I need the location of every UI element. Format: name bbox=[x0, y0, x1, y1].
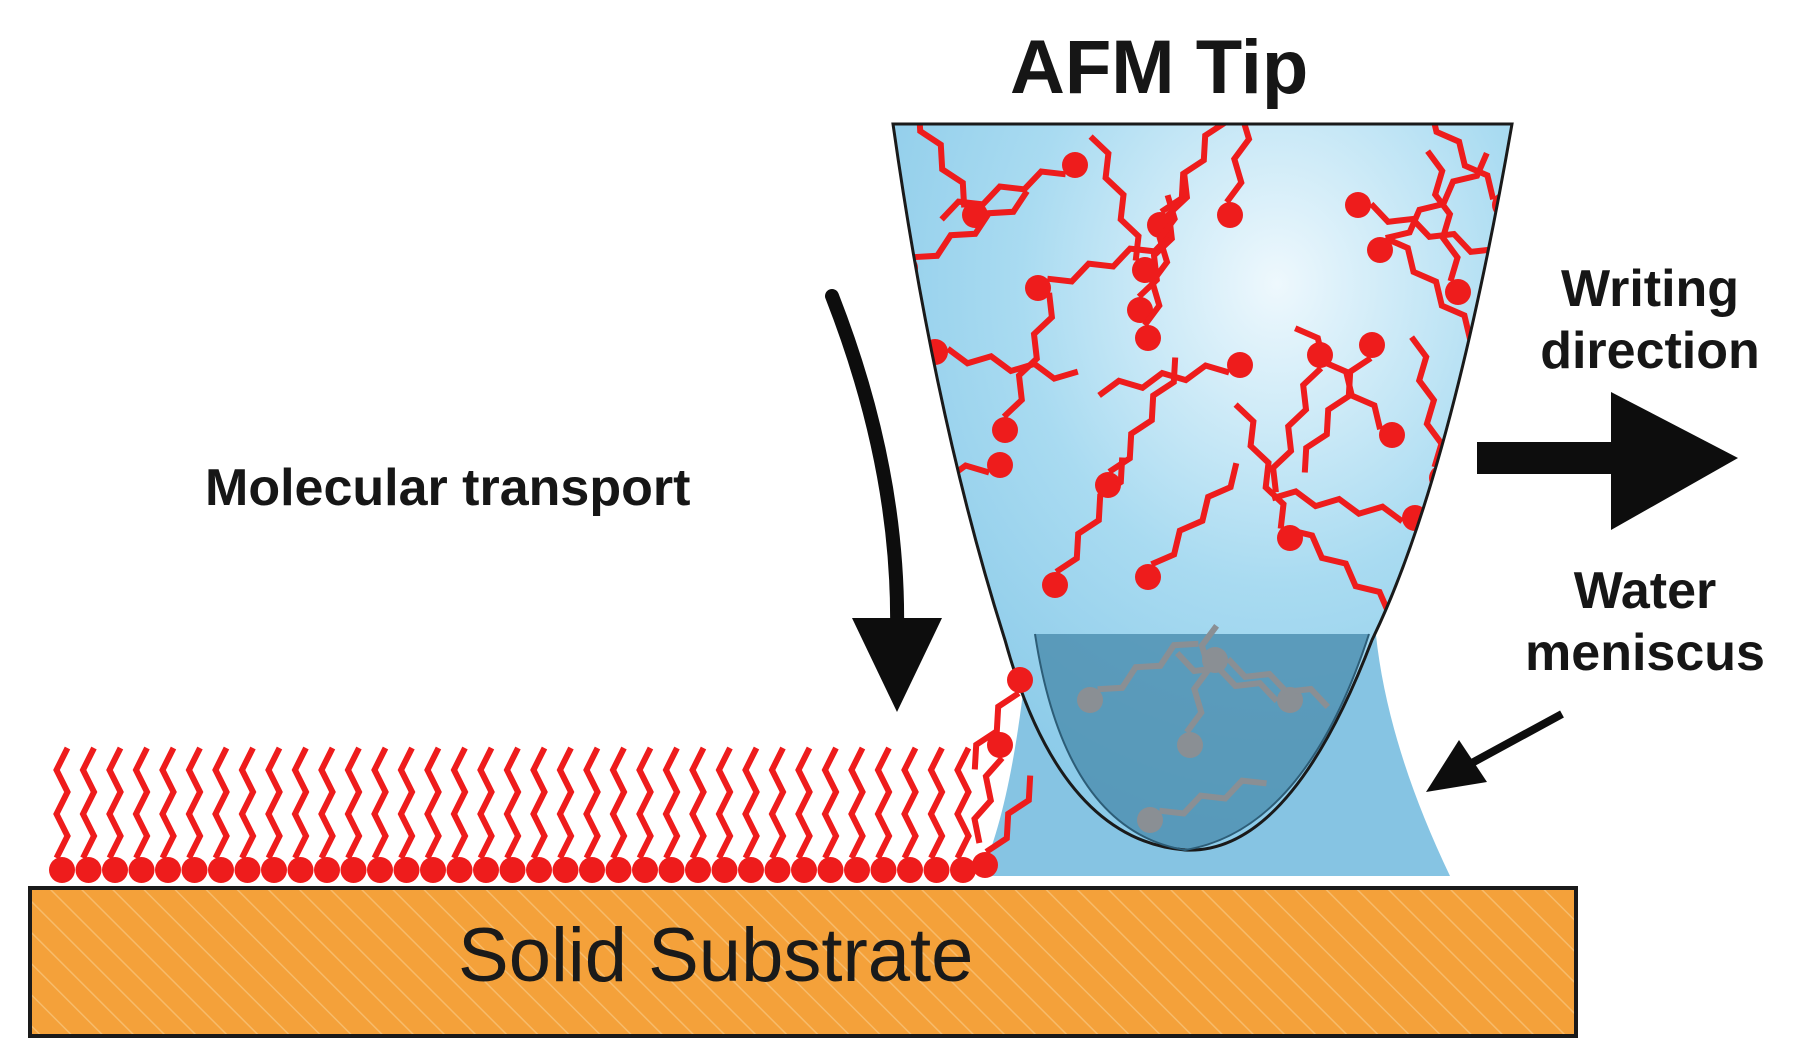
writing-direction-arrow bbox=[1477, 392, 1738, 530]
water-meniscus-label: Water meniscus bbox=[1490, 560, 1800, 685]
sam-molecule bbox=[632, 746, 658, 883]
sam-molecule bbox=[49, 746, 75, 883]
transport-molecule bbox=[971, 667, 1033, 770]
meniscus-molecule bbox=[1137, 777, 1267, 833]
tip-molecule bbox=[1135, 462, 1240, 590]
molecular-transport-label: Molecular transport bbox=[205, 459, 691, 517]
tip-molecule bbox=[1088, 134, 1158, 283]
sam-molecule bbox=[738, 746, 764, 883]
solid-substrate bbox=[28, 886, 1578, 1038]
transport-molecules bbox=[971, 667, 1034, 878]
tip-molecule bbox=[1367, 152, 1490, 263]
writing-direction-line2: direction bbox=[1540, 322, 1760, 381]
sam-molecule bbox=[764, 746, 791, 883]
sam-molecule bbox=[817, 746, 844, 883]
sam-molecule bbox=[499, 746, 526, 883]
water-meniscus-line2: meniscus bbox=[1525, 624, 1765, 683]
sam-molecule bbox=[579, 746, 605, 883]
sam-molecule bbox=[234, 746, 261, 883]
afm-tip-label: AFM Tip bbox=[1010, 25, 1309, 110]
sam-molecule bbox=[844, 746, 870, 883]
sam-molecule bbox=[261, 746, 287, 883]
sam-molecule bbox=[393, 746, 420, 883]
water-meniscus-line1: Water bbox=[1573, 562, 1717, 620]
sam-molecule bbox=[897, 746, 923, 883]
sam-molecule bbox=[446, 746, 473, 883]
sam-molecule bbox=[950, 746, 976, 883]
sam-molecule bbox=[526, 746, 552, 883]
sam-molecule bbox=[605, 746, 632, 883]
sam-molecule bbox=[102, 746, 128, 883]
sam-molecule bbox=[340, 746, 367, 883]
molecular-transport-arrow bbox=[825, 289, 942, 712]
tip-molecule bbox=[1345, 192, 1496, 256]
tip-molecule bbox=[1217, 124, 1260, 228]
tip-molecule bbox=[1042, 457, 1126, 598]
sam-molecule bbox=[420, 746, 446, 883]
meniscus-molecule bbox=[1177, 624, 1220, 758]
sam-molecule bbox=[923, 746, 950, 883]
transport-molecule bbox=[971, 732, 1013, 844]
meniscus-apex-outline bbox=[1034, 633, 1370, 852]
substrate-label: Solid Substrate bbox=[458, 913, 974, 998]
sam-molecule bbox=[128, 746, 155, 883]
tip-molecule bbox=[1097, 352, 1253, 398]
tip-molecule bbox=[1425, 149, 1471, 305]
water-meniscus-arrow bbox=[1426, 710, 1564, 792]
tip-molecule bbox=[1294, 325, 1405, 448]
tip-molecule bbox=[992, 292, 1056, 443]
writing-direction-label: Writing direction bbox=[1500, 258, 1800, 383]
sam-molecule bbox=[367, 746, 393, 883]
sam-molecule bbox=[287, 746, 314, 883]
sam-molecule bbox=[658, 746, 685, 883]
meniscus-molecule bbox=[1202, 647, 1330, 709]
sam-molecule bbox=[75, 746, 102, 883]
sam-molecule bbox=[870, 746, 897, 883]
meniscus-molecule bbox=[1077, 640, 1199, 713]
sam-molecule bbox=[208, 746, 234, 883]
self-assembled-monolayer bbox=[49, 746, 976, 883]
sam-molecule bbox=[155, 746, 181, 883]
transport-molecule bbox=[972, 775, 1034, 878]
writing-direction-line1: Writing bbox=[1560, 260, 1740, 318]
sam-molecule bbox=[181, 746, 208, 883]
tip-molecule bbox=[1135, 194, 1178, 351]
tip-molecule bbox=[1301, 332, 1385, 473]
sam-molecule bbox=[711, 746, 738, 883]
sam-molecule bbox=[314, 746, 340, 883]
meniscus-molecules bbox=[1077, 624, 1330, 833]
sam-molecule bbox=[552, 746, 579, 883]
sam-molecule bbox=[473, 746, 499, 883]
tip-molecule bbox=[939, 152, 1088, 222]
sam-molecule bbox=[791, 746, 817, 883]
sam-molecule bbox=[685, 746, 711, 883]
